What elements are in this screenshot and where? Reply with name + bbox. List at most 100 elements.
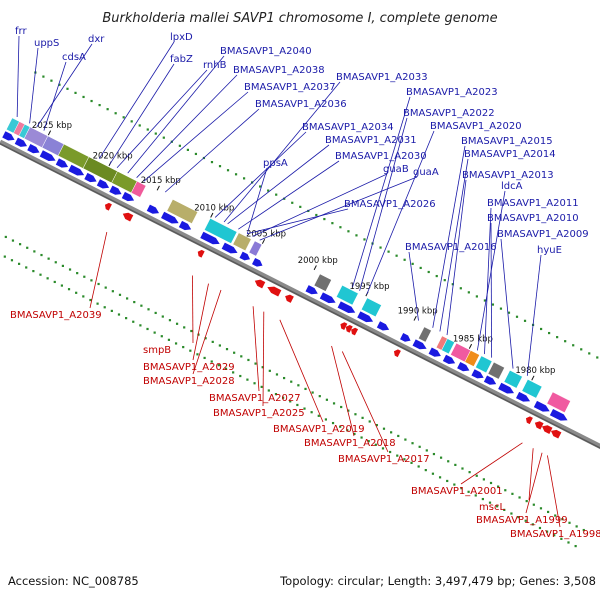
gc-dot [46,277,49,280]
reverse-gene-arrow [351,327,359,336]
accession-text: Accession: NC_008785 [8,574,139,588]
gc-dot [323,217,326,221]
gc-dot [483,299,486,302]
gc-dot [39,273,42,276]
gc-dot [90,279,93,282]
gc-dot [553,534,556,537]
gc-dot [254,362,257,365]
gc-dot [518,496,521,499]
forward-gene-arrow [251,257,263,267]
cog-block [203,217,238,244]
gc-dot [146,327,149,331]
gc-dot [360,436,363,439]
forward-label-leader [43,61,67,131]
gc-dot [418,445,421,448]
forward-label-leader [227,144,330,225]
cog-block [418,326,432,343]
forward-label-leader [127,55,225,174]
gc-dot [568,521,571,524]
gc-dot [419,266,422,270]
gc-dot [83,275,86,278]
forward-gene-label: cdsA [62,52,86,63]
gc-dot [382,427,386,430]
forward-label-leader [490,222,493,358]
gc-dot [572,344,575,347]
cog-block [166,198,199,224]
genome-backbone [0,139,600,450]
feature-track [0,117,600,450]
forward-label-leader [98,41,175,159]
cog-block [441,338,455,355]
gc-dot [160,335,163,338]
forward-gene-label: BMASAVP1_A2011 [487,198,579,209]
forward-label-leader [432,145,466,328]
forward-gene-arrow [14,137,28,147]
gc-dot [281,396,285,399]
reverse-gene-arrow [122,212,134,222]
gc-dot [98,103,101,107]
forward-gene-label: lpxD [170,32,193,43]
forward-gene-label: rnhB [203,60,227,71]
gc-dot [431,472,435,475]
reverse-label-leader [192,289,222,375]
cog-block [335,284,359,306]
gc-dot [404,438,407,441]
map-title: Burkholderia mallei SAVP1 chromosome I, … [102,11,497,26]
reverse-gene-arrow [534,421,544,430]
gc-dot [75,291,78,294]
gc-dot [410,461,413,464]
forward-gene-label: BMASAVP1_A2016 [405,242,497,253]
forward-gene-arrow [442,354,456,364]
gc-dot [61,264,65,267]
cog-block [464,350,480,367]
forward-label-leader [359,117,408,291]
gc-dot [491,303,495,306]
gc-dot [247,358,250,362]
gc-dot [25,266,28,269]
gc-dot [539,507,543,510]
gc-dot [168,319,172,322]
gc-dot [417,465,420,468]
gc-dot [561,518,564,521]
gc-dot [290,380,293,383]
gc-dot [178,144,181,147]
gc-dot [175,322,179,325]
forward-label-leader [252,173,388,237]
forward-gene-label: BMASAVP1_A2036 [255,99,347,110]
gc-dot [507,311,511,314]
cog-block [13,121,26,137]
forward-gene-label: BMASAVP1_A2023 [406,87,498,98]
forward-gene-arrow [376,321,390,331]
forward-gene-label: BMASAVP1_A2037 [244,82,336,93]
gc-dot [340,405,343,409]
scale-tick [468,343,473,349]
forward-gene-arrow [549,409,568,421]
gc-dot [515,315,519,318]
gc-dot [482,478,485,481]
gc-dot [106,108,109,111]
gc-dot [174,342,178,345]
reverse-gene-arrow [541,425,553,435]
reverse-gene-arrow [285,294,294,303]
forward-label-leader [29,47,39,124]
forward-gene-label: BMASAVP1_A2015 [461,136,553,147]
forward-gene-arrow [319,292,336,304]
forward-gene-label: BMASAVP1_A2031 [325,135,417,146]
gc-dot [375,424,378,427]
gc-dot [117,313,121,316]
gc-dot [503,508,506,512]
gc-dot [40,253,43,257]
gc-dot [331,421,335,425]
gc-dot [596,356,599,359]
reverse-label-leader [279,319,324,423]
gc-dot [497,485,500,488]
reverse-label-leader [331,345,355,437]
gc-dot [564,340,567,343]
forward-gene-arrow [27,143,40,154]
gc-dot [453,483,456,486]
gc-dot [253,382,256,385]
gc-dot [403,458,406,461]
gc-dot [196,353,199,356]
cog-block [313,273,332,292]
